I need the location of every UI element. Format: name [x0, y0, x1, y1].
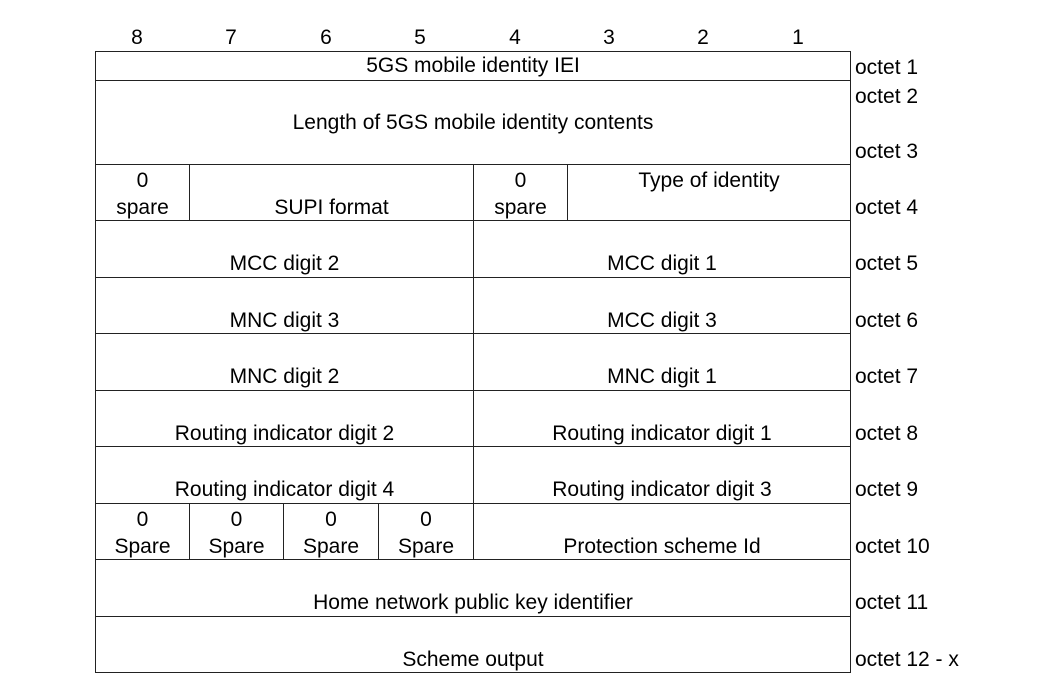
- mcc2-cell: MCC digit 2: [95, 220, 474, 278]
- supi-format-cell: SUPI format: [189, 164, 474, 221]
- length-label: Length of 5GS mobile identity contents: [292, 111, 654, 134]
- octet-label: octet 5: [855, 252, 919, 275]
- scheme-output-cell: Scheme output: [95, 616, 851, 673]
- protection-scheme-label: Protection scheme Id: [563, 535, 761, 558]
- mcc2-label: MCC digit 2: [229, 252, 340, 275]
- hnpki-label: Home network public key identifier: [313, 591, 633, 614]
- ri2-label: Routing indicator digit 2: [174, 422, 395, 445]
- octet-label: octet 9: [855, 478, 919, 501]
- spare-label: Spare: [208, 535, 265, 558]
- mnc1-cell: MNC digit 1: [473, 333, 851, 391]
- mcc1-cell: MCC digit 1: [473, 220, 851, 278]
- spare-bit7-oct10-cell: 0 Spare: [189, 503, 284, 560]
- octet-label: octet 2: [855, 85, 919, 108]
- ri1-label: Routing indicator digit 1: [552, 422, 772, 445]
- octet-label: octet 8: [855, 422, 919, 445]
- octet-label: octet 3: [855, 140, 919, 163]
- spare-bit8-cell: 0 spare: [95, 164, 190, 221]
- mnc3-label: MNC digit 3: [229, 309, 340, 332]
- ri2-cell: Routing indicator digit 2: [95, 390, 474, 447]
- spare-bit6-oct10-cell: 0 Spare: [283, 503, 379, 560]
- spare-value: 0: [136, 508, 149, 531]
- mnc3-cell: MNC digit 3: [95, 277, 474, 334]
- iei-label: 5GS mobile identity IEI: [366, 54, 580, 77]
- bit-1: 1: [792, 26, 804, 49]
- spare-value: 0: [514, 169, 527, 192]
- hnpki-cell: Home network public key identifier: [95, 559, 851, 617]
- spare-bit4-cell: 0 spare: [473, 164, 568, 221]
- supi-format-label: SUPI format: [274, 196, 389, 219]
- protection-scheme-cell: Protection scheme Id: [473, 503, 851, 560]
- mcc3-label: MCC digit 3: [607, 309, 717, 332]
- type-of-identity-cell: Type of identity: [567, 164, 851, 221]
- octet-label: octet 11: [855, 591, 929, 614]
- bit-2: 2: [697, 26, 709, 49]
- scheme-output-label: Scheme output: [402, 648, 544, 671]
- spare-label: Spare: [114, 535, 171, 558]
- spare-label: Spare: [397, 535, 455, 558]
- spare-label: spare: [116, 196, 169, 219]
- bit-4: 4: [509, 26, 521, 49]
- spare-value: 0: [325, 508, 337, 531]
- spare-value: 0: [136, 169, 149, 192]
- spare-bit8-oct10-cell: 0 Spare: [95, 503, 190, 560]
- bit-7: 7: [225, 26, 237, 49]
- mnc2-cell: MNC digit 2: [95, 333, 474, 391]
- bit-8: 8: [131, 26, 143, 49]
- octet-label: octet 1: [855, 56, 919, 79]
- mcc3-cell: MCC digit 3: [473, 277, 851, 334]
- spare-bit5-oct10-cell: 0 Spare: [378, 503, 474, 560]
- octet-label: octet 6: [855, 309, 919, 332]
- type-of-identity-label: Type of identity: [638, 169, 780, 192]
- mnc2-label: MNC digit 2: [229, 365, 340, 388]
- mnc1-label: MNC digit 1: [607, 365, 717, 388]
- octet-label: octet 10: [855, 535, 930, 558]
- spare-label: spare: [494, 196, 547, 219]
- octet-label: octet 4: [855, 196, 919, 219]
- ri1-cell: Routing indicator digit 1: [473, 390, 851, 447]
- ri4-label: Routing indicator digit 4: [174, 478, 395, 501]
- bit-5: 5: [414, 26, 426, 49]
- spare-label: Spare: [302, 535, 360, 558]
- octet-label: octet 7: [855, 365, 919, 388]
- ri4-cell: Routing indicator digit 4: [95, 446, 474, 504]
- spare-value: 0: [420, 508, 432, 531]
- octet-label: octet 12 - x: [855, 648, 959, 671]
- bit-3: 3: [603, 26, 615, 49]
- ri3-label: Routing indicator digit 3: [552, 478, 772, 501]
- spare-value: 0: [230, 508, 243, 531]
- iei-cell: 5GS mobile identity IEI: [95, 51, 851, 81]
- ri3-cell: Routing indicator digit 3: [473, 446, 851, 504]
- length-cell: Length of 5GS mobile identity contents: [95, 80, 851, 165]
- bit-6: 6: [320, 26, 332, 49]
- mcc1-label: MCC digit 1: [607, 252, 717, 275]
